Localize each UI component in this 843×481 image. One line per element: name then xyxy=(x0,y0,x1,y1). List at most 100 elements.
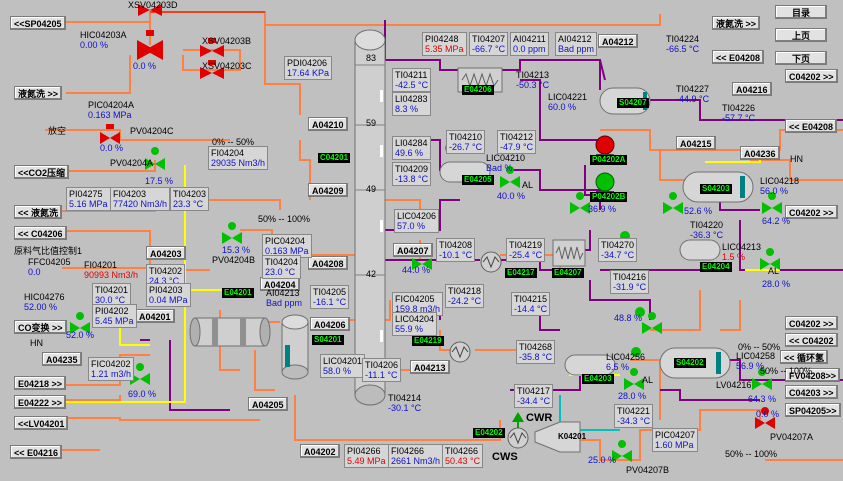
nav-right-recycle-hydrogen[interactable]: << 循环氢 xyxy=(780,350,829,364)
nav-e04222[interactable]: E04222 >> xyxy=(14,395,67,409)
readout-ti04207[interactable]: TI04207-66.7 °C xyxy=(469,32,509,56)
readout-ti04226[interactable]: TI04226-57.7 °C xyxy=(722,103,756,123)
nav-right-sp04205[interactable]: SP04205>> xyxy=(785,403,841,417)
box-a04210[interactable]: A04210 xyxy=(308,117,348,131)
label-p04202a: P04202A xyxy=(590,155,628,165)
nav-right-c04203[interactable]: C04203 >> xyxy=(785,385,838,399)
nav-liquid-nitrogen-wash-back[interactable]: << 液氮洗 xyxy=(14,205,63,219)
box-a04205[interactable]: A04205 xyxy=(248,397,288,411)
nav-right-c04202-a[interactable]: C04202 >> xyxy=(785,69,838,83)
readout-ti04216[interactable]: TI04216-31.9 °C xyxy=(610,270,650,294)
nav-liquid-nitrogen-wash[interactable]: 液氮洗 >> xyxy=(14,86,63,100)
box-a04202[interactable]: A04202 xyxy=(300,444,340,458)
nav-right-c04202-c[interactable]: C04202 >> xyxy=(785,316,838,330)
tag-valve-28a: 28.0 % xyxy=(762,279,791,289)
readout-ti04227[interactable]: TI04227-44.9 °C xyxy=(676,84,710,104)
box-a04212[interactable]: A04212 xyxy=(598,34,638,48)
menu-button-next-page[interactable]: 下页 xyxy=(775,51,827,65)
menu-button-prev-page[interactable]: 上页 xyxy=(775,28,827,42)
readout-ti04213[interactable]: TI04213-50.3 °C xyxy=(516,70,550,90)
box-a04215[interactable]: A04215 xyxy=(676,136,716,150)
box-a04208[interactable]: A04208 xyxy=(308,256,348,270)
readout-ti04217[interactable]: TI04217-34.4 °C xyxy=(514,384,554,408)
readout-ti04211[interactable]: TI04211-42.5 °C xyxy=(392,68,432,92)
readout-ti04224[interactable]: TI04224-66.5 °C xyxy=(666,34,700,54)
readout-ti04221[interactable]: TI04221-34.3 °C xyxy=(614,404,654,428)
nav-co-shift[interactable]: CO变换 >> xyxy=(14,320,67,334)
nav-e04216[interactable]: << E04216 xyxy=(10,445,63,459)
readout-ti04270[interactable]: TI04270-34.7 °C xyxy=(598,238,638,262)
tag-pv04204a: PV04204A xyxy=(110,158,154,168)
box-a04213[interactable]: A04213 xyxy=(410,360,450,374)
box-a04203[interactable]: A04203 xyxy=(146,246,186,260)
nav-right-fv04208-b[interactable]: FV04208>> xyxy=(785,368,841,382)
box-a04206[interactable]: A04206 xyxy=(310,317,350,331)
box-a04201[interactable]: A04201 xyxy=(135,309,175,323)
readout-ti04205[interactable]: TI04205-16.1 °C xyxy=(310,285,350,309)
nav-c04206[interactable]: << C04206 xyxy=(14,226,67,240)
nav-right-c04202-b[interactable]: C04202 >> xyxy=(785,205,838,219)
readout-ti04220[interactable]: TI04220-36.3 °C xyxy=(690,220,724,240)
box-a04216[interactable]: A04216 xyxy=(732,82,772,96)
box-a04236[interactable]: A04236 xyxy=(740,146,780,160)
readout-ti04219[interactable]: TI04219-25.4 °C xyxy=(506,238,546,262)
nav-right-c04202-d[interactable]: << C04202 xyxy=(785,333,838,347)
readout-ti04210[interactable]: TI04210-26.7 °C xyxy=(446,130,486,154)
readout-ti04209[interactable]: TI04209-13.8 °C xyxy=(392,162,432,186)
nav-right-e04208-b[interactable]: << E04208 xyxy=(785,119,838,133)
box-a04235[interactable]: A04235 xyxy=(42,352,82,366)
nav-right-e04208[interactable]: << E04208 xyxy=(712,50,765,64)
box-a04207[interactable]: A04207 xyxy=(393,243,433,257)
nav-sp04205[interactable]: <<SP04205 xyxy=(10,16,66,30)
nav-lv04201[interactable]: <<LV04201 xyxy=(14,416,69,430)
nav-e04218[interactable]: E04218 >> xyxy=(14,376,67,390)
readout-ti04215[interactable]: TI04215-14.4 °C xyxy=(511,292,551,316)
nav-right-liquid-nitrogen-wash[interactable]: 液氮洗 >> xyxy=(712,16,761,30)
box-a04209[interactable]: A04209 xyxy=(308,183,348,197)
readout-ti04208[interactable]: TI04208-10.1 °C xyxy=(436,238,476,262)
menu-button-index[interactable]: 目录 xyxy=(775,5,827,19)
readout-ti04218[interactable]: TI04218-24.2 °C xyxy=(445,284,485,308)
readout-ti04268[interactable]: TI04268-35.8 °C xyxy=(516,340,556,364)
readout-ti04212[interactable]: TI04212-47.9 °C xyxy=(497,130,537,154)
nav-co2-compression[interactable]: <<CO2压缩 xyxy=(14,165,70,179)
label-e04207: E04207 xyxy=(552,268,584,278)
tray-83: 83 xyxy=(366,53,377,63)
readout-ti04214[interactable]: TI04214-30.1 °C xyxy=(388,393,422,413)
readout-ti04206[interactable]: TI04206-11.1 °C xyxy=(362,358,402,382)
